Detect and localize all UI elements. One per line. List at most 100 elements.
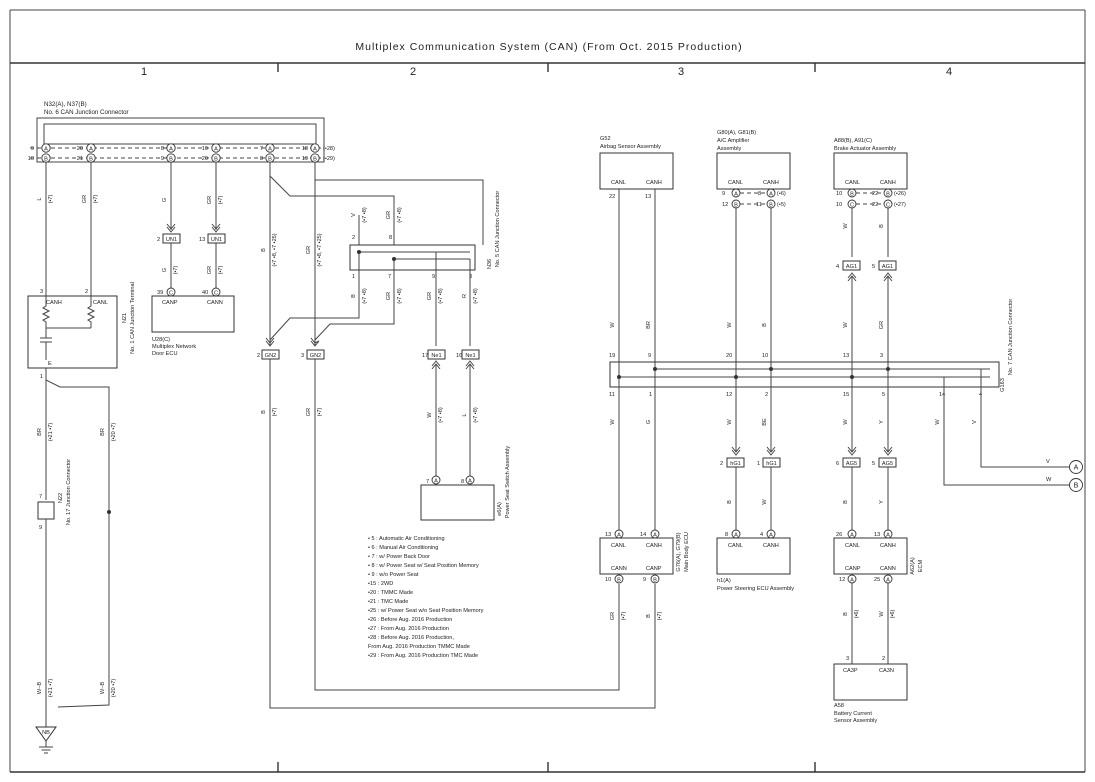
- svg-text:(•7): (•7): [173, 265, 179, 274]
- svg-text:11: 11: [756, 202, 762, 208]
- svg-text:8: 8: [161, 146, 164, 152]
- svg-text:2: 2: [882, 656, 885, 662]
- svg-text:CA3N: CA3N: [879, 668, 894, 674]
- terminal-b-icon: [1069, 478, 1083, 492]
- svg-text:12: 12: [839, 577, 845, 583]
- svg-text:(•21 •7): (•21 •7): [48, 679, 54, 698]
- h1-power-steering-ecu: W BE 2 hG1 1 hG1 B W 8 A 4 A CANL CANH h…: [716, 387, 794, 592]
- svg-text:22: 22: [872, 202, 878, 208]
- svg-text:CANL: CANL: [93, 300, 108, 306]
- svg-text:10: 10: [836, 202, 842, 208]
- svg-text:No. 5 CAN Junction Connector: No. 5 CAN Junction Connector: [495, 191, 501, 268]
- zone-2-wiring: B (•7 •8, •7 •25) GR (•7 •8, •7 •25) V (…: [257, 162, 656, 709]
- svg-text:(•7): (•7): [48, 194, 54, 203]
- svg-text:Brake Actuator Assembly: Brake Actuator Assembly: [834, 146, 896, 152]
- svg-text:A62(A): A62(A): [910, 557, 916, 575]
- svg-text:CANH: CANH: [646, 180, 662, 186]
- svg-text:3: 3: [880, 353, 883, 359]
- svg-text:G: G: [162, 268, 168, 272]
- g52-airbag-sensor: G52 Airbag Sensor Assembly CANL CANH 22 …: [599, 136, 674, 362]
- svg-text:AG1: AG1: [846, 264, 857, 270]
- svg-text:B: B: [268, 156, 272, 162]
- svg-text:19: 19: [609, 353, 615, 359]
- svg-text:Power Steering ECU Assembly: Power Steering ECU Assembly: [717, 586, 794, 592]
- svg-text:5: 5: [872, 264, 875, 270]
- svg-text:(•26): (•26): [894, 191, 906, 197]
- svg-text:9: 9: [643, 577, 646, 583]
- svg-text:C: C: [214, 290, 218, 296]
- svg-text:20: 20: [77, 146, 83, 152]
- svg-text:A: A: [214, 146, 218, 152]
- svg-text:10: 10: [28, 156, 34, 162]
- svg-text:11: 11: [609, 392, 615, 398]
- zone-1: 1: [141, 66, 147, 78]
- zone-1-wiring: L (•7) GR (•7): [37, 162, 99, 296]
- svg-text:A: A: [886, 577, 890, 583]
- svg-text:W: W: [1046, 477, 1052, 483]
- svg-text:GR: GR: [610, 612, 616, 620]
- svg-text:1: 1: [40, 374, 43, 380]
- svg-text:7: 7: [39, 494, 42, 500]
- svg-text:21: 21: [77, 156, 83, 162]
- svg-text:BE: BE: [762, 418, 768, 426]
- svg-text:Ne1: Ne1: [465, 353, 475, 359]
- svg-text:8: 8: [461, 479, 464, 485]
- frame: [9, 9, 1086, 773]
- svg-text:B: B: [727, 500, 733, 504]
- svg-text:B: B: [886, 191, 890, 197]
- svg-text:16: 16: [456, 353, 462, 359]
- svg-text:13: 13: [645, 194, 651, 200]
- svg-text:40: 40: [202, 290, 208, 296]
- svg-text:B: B: [843, 500, 849, 504]
- svg-text:•26 : Before Aug. 2016 Produc: •26 : Before Aug. 2016 Production: [368, 617, 452, 623]
- svg-text:A: A: [169, 146, 173, 152]
- svg-text:C: C: [886, 202, 890, 208]
- svg-text:CANL: CANL: [845, 180, 860, 186]
- svg-text:B: B: [850, 191, 854, 197]
- svg-text:3: 3: [40, 289, 43, 295]
- svg-text:(•7): (•7): [621, 611, 627, 620]
- svg-text:L: L: [37, 197, 43, 200]
- svg-text:8: 8: [758, 191, 761, 197]
- u28-door-ecu: G GR (•7) 2 UN1 13 UN1 G (•7) GR (•7) 39…: [151, 162, 235, 357]
- svg-text:B: B: [769, 202, 773, 208]
- svg-text:A/C Amplifier: A/C Amplifier: [717, 138, 749, 144]
- svg-text:CANP: CANP: [845, 566, 861, 572]
- svg-text:(•7 •8, •7 •25): (•7 •8, •7 •25): [317, 233, 323, 266]
- svg-text:B: B: [214, 156, 218, 162]
- svg-text:• 9 : w/o Power Seat: • 9 : w/o Power Seat: [368, 572, 419, 578]
- svg-text:10: 10: [836, 191, 842, 197]
- a88-brake-actuator: A88(B), A91(C) Brake Actuator Assembly C…: [833, 138, 908, 362]
- svg-text:19: 19: [302, 156, 308, 162]
- svg-text:GR: GR: [82, 195, 88, 203]
- svg-text:hG1: hG1: [766, 461, 777, 467]
- svg-text:Assembly: Assembly: [717, 146, 741, 152]
- g80-ac-amplifier: G80(A), G81(B) A/C Amplifier Assembly CA…: [716, 130, 791, 362]
- svg-text:9: 9: [432, 274, 435, 280]
- svg-text:h1(A): h1(A): [717, 578, 731, 584]
- svg-text:B: B: [617, 577, 621, 583]
- svg-text:GR: GR: [306, 246, 312, 254]
- svg-text:W: W: [843, 322, 849, 328]
- svg-text:(•21 •7): (•21 •7): [48, 423, 54, 442]
- svg-text:B: B: [313, 156, 317, 162]
- svg-text:CANL: CANL: [611, 543, 626, 549]
- svg-text:3: 3: [469, 274, 472, 280]
- svg-text:2: 2: [352, 235, 355, 241]
- svg-text:V: V: [1046, 459, 1050, 465]
- svg-text:B: B: [261, 410, 267, 414]
- svg-text:CANH: CANH: [880, 180, 896, 186]
- svg-text:5: 5: [882, 392, 885, 398]
- svg-text:• 6 : Manual Air Conditioning: • 6 : Manual Air Conditioning: [368, 545, 438, 551]
- n21-can-junction-terminal: 3 2 CANH CANL E N21 No. 1 CAN Junction T…: [27, 282, 136, 369]
- svg-text:B: B: [44, 156, 48, 162]
- svg-text:Battery Current: Battery Current: [834, 711, 872, 717]
- svg-text:R: R: [462, 294, 468, 298]
- svg-text:A: A: [769, 532, 773, 538]
- svg-text:GN2: GN2: [310, 353, 322, 359]
- svg-text:22: 22: [872, 191, 878, 197]
- svg-text:8: 8: [389, 235, 392, 241]
- svg-text:B: B: [879, 224, 885, 228]
- svg-text:(•5): (•5): [777, 202, 786, 208]
- svg-text:(•7 •8): (•7 •8): [362, 207, 368, 223]
